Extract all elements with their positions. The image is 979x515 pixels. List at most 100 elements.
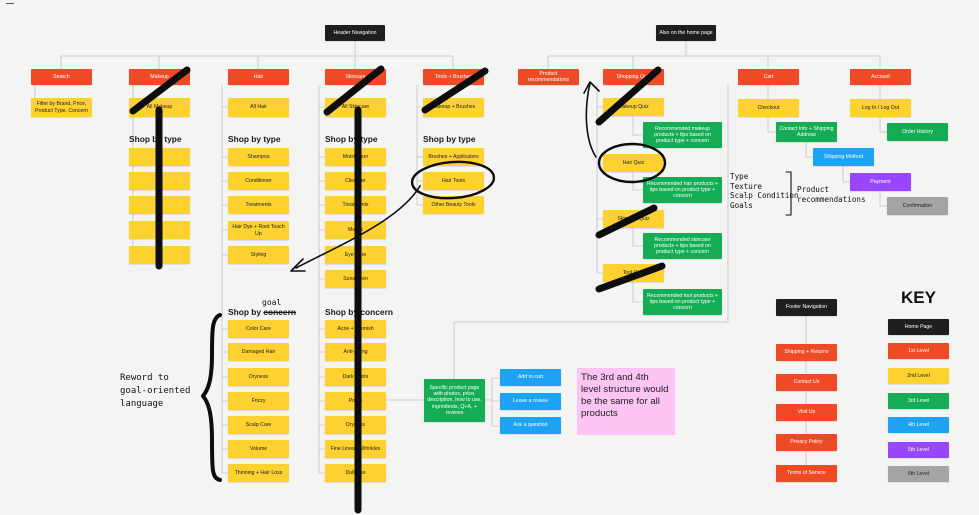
all-skincare-node[interactable]: All Skincare <box>325 98 386 117</box>
home-page-node[interactable]: Also on the home page <box>656 25 716 41</box>
hair-concern-dryness[interactable]: Dryness <box>228 368 289 386</box>
skincare-concern-item[interactable]: Fine Lines + Wrinkles <box>325 440 386 458</box>
hair-quiz-arrow-head <box>583 81 600 94</box>
hair-concern-thinning[interactable]: Thinning + Hair Loss <box>228 464 289 482</box>
skincare-type-item[interactable]: Eye Care <box>325 246 386 264</box>
tools-type-brushes[interactable]: Brushes + Applicators <box>423 148 484 166</box>
login-logout-node[interactable]: Log In / Log Out <box>850 99 911 117</box>
account-node[interactable]: Account <box>850 69 911 85</box>
product-recommendations-node[interactable]: Product recommendations <box>518 69 579 85</box>
skincare-recommendations-node[interactable]: Recommended skincare products + tips bas… <box>643 233 722 259</box>
tool-recommendations-node[interactable]: Recommended tool products + tips based o… <box>643 289 722 315</box>
ask-question-node[interactable]: Ask a question <box>500 417 561 434</box>
hair-type-dye[interactable]: Hair Dye + Root Touch Up <box>228 221 289 240</box>
hair-quiz-arrow-line <box>585 82 597 158</box>
skincare-concern-item[interactable]: Anti-Aging <box>325 343 386 361</box>
makeup-brushes-node[interactable]: Makeup + Brushes <box>423 98 484 117</box>
all-hair-node[interactable]: All Hair <box>228 98 289 117</box>
connector-line <box>60 41 454 69</box>
makeup-type-item[interactable] <box>129 148 190 166</box>
hair-concern-damaged[interactable]: Damaged Hair <box>228 343 289 361</box>
skincare-type-item[interactable]: Cleanser <box>325 172 386 190</box>
hair-concern-volume[interactable]: Volume <box>228 440 289 458</box>
key-3rd-level: 3rd Level <box>888 393 949 409</box>
footer-privacy-policy[interactable]: Privacy Policy <box>776 434 837 451</box>
makeup-recommendations-node[interactable]: Recommended makeup products + tips based… <box>643 122 722 148</box>
canvas-mark <box>6 3 14 4</box>
makeup-type-item[interactable] <box>129 246 190 264</box>
quiz-criteria-annotation: Type Texture Scalp Condition Goals <box>730 172 799 210</box>
footer-visit-us[interactable]: Visit Us <box>776 404 837 421</box>
hair-type-conditioner[interactable]: Conditioner <box>228 172 289 190</box>
search-filter-node[interactable]: Filter by Brand, Price, Product Type, Co… <box>31 98 92 117</box>
contact-shipping-node[interactable]: Contact Info + Shipping Address <box>776 122 837 142</box>
skincare-shop-by-concern-heading: Shop by concern <box>325 307 393 317</box>
key-4th-level: 4th Level <box>888 417 949 433</box>
makeup-type-item[interactable] <box>129 172 190 190</box>
skincare-shop-by-type-heading: Shop by type <box>325 134 378 144</box>
concern-brace <box>201 313 222 482</box>
shipping-method-node[interactable]: Shipping Method <box>813 148 874 166</box>
tools-type-other[interactable]: Other Beauty Tools <box>423 196 484 214</box>
hair-concern-color-care[interactable]: Color Care <box>228 320 289 338</box>
makeup-type-item[interactable] <box>129 196 190 214</box>
header-navigation-node[interactable]: Header Navigation <box>325 25 385 41</box>
skincare-concern-item[interactable]: Dark Spots <box>325 368 386 386</box>
leave-review-node[interactable]: Leave a review <box>500 393 561 410</box>
product-page-node[interactable]: Specific product page with photos, price… <box>424 379 485 422</box>
footer-shipping-returns[interactable]: Shipping + Returns <box>776 344 837 361</box>
key-5th-level: 5th Level <box>888 442 949 458</box>
shopping-quiz-node[interactable]: Shopping Quiz <box>603 69 664 85</box>
makeup-quiz-node[interactable]: Makeup Quiz <box>603 98 664 116</box>
hair-concern-frizzy[interactable]: Frizzy <box>228 392 289 410</box>
connector-line <box>485 377 500 427</box>
skincare-type-item[interactable]: Sunscreen <box>325 270 386 288</box>
key-home-page: Home Page <box>888 319 949 335</box>
hair-type-treatments[interactable]: Treatments <box>228 196 289 214</box>
tools-type-hair-tools[interactable]: Hair Tools <box>423 172 484 190</box>
reword-annotation: Reword to goal-oriented language <box>120 373 191 409</box>
hair-node[interactable]: Hair <box>228 69 289 85</box>
struck-word: concern <box>263 307 296 317</box>
add-to-cart-node[interactable]: Add to cart <box>500 369 561 386</box>
order-history-node[interactable]: Order History <box>887 123 948 141</box>
key-6th-level: 6th Level <box>888 466 949 482</box>
footer-contact-us[interactable]: Contact Us <box>776 374 837 391</box>
criteria-group-annotation: Product recommendations <box>797 185 866 204</box>
confirmation-node[interactable]: Confirmation <box>887 197 948 215</box>
footer-navigation-node[interactable]: Footer Navigation <box>776 299 837 316</box>
goal-annotation: goal <box>262 298 282 307</box>
all-makeup-node[interactable]: All Makeup <box>129 98 190 117</box>
key-title: KEY <box>901 288 936 307</box>
key-1st-level: 1st Level <box>888 343 949 359</box>
hair-type-shampoo[interactable]: Shampoo <box>228 148 289 166</box>
key-2nd-level: 2nd Level <box>888 368 949 384</box>
cart-node[interactable]: Cart <box>738 69 799 85</box>
hair-recommendations-node[interactable]: Recommended hair products + tips based o… <box>643 177 722 203</box>
hair-concern-scalp-care[interactable]: Scalp Care <box>228 416 289 434</box>
makeup-shop-by-type-heading: Shop by type <box>129 134 182 144</box>
checkout-node[interactable]: Checkout <box>738 99 799 117</box>
footer-terms-of-service[interactable]: Terms of Service <box>776 465 837 482</box>
payment-node[interactable]: Payment <box>850 173 911 191</box>
hair-type-styling[interactable]: Styling <box>228 246 289 264</box>
skincare-concern-item[interactable]: Dullness <box>325 464 386 482</box>
makeup-type-item[interactable] <box>129 221 190 239</box>
skincare-concern-item[interactable]: Acne + Blemish <box>325 320 386 338</box>
search-node[interactable]: Search <box>31 69 92 85</box>
makeup-node[interactable]: Makeup <box>129 69 190 85</box>
tool-quiz-node[interactable]: Tool Quiz <box>603 264 664 282</box>
skincare-type-item[interactable]: Moisturizer <box>325 148 386 166</box>
skincare-type-item[interactable]: Masks <box>325 221 386 239</box>
skincare-type-item[interactable]: Treatments <box>325 196 386 214</box>
skincare-concern-item[interactable]: Dryness <box>325 416 386 434</box>
hair-quiz-node[interactable]: Hair Quiz <box>603 154 664 172</box>
tools-brushes-node[interactable]: Tools + Brushes <box>423 69 484 85</box>
hair-shop-by-concern-heading: Shop by concern <box>228 307 296 317</box>
skincare-node[interactable]: Skincare <box>325 69 386 85</box>
skincare-concern-item[interactable]: Pores <box>325 392 386 410</box>
skincare-quiz-node[interactable]: Skincare Quiz <box>603 210 664 228</box>
tools-shop-by-type-heading: Shop by type <box>423 134 476 144</box>
hair-shop-by-type-heading: Shop by type <box>228 134 281 144</box>
